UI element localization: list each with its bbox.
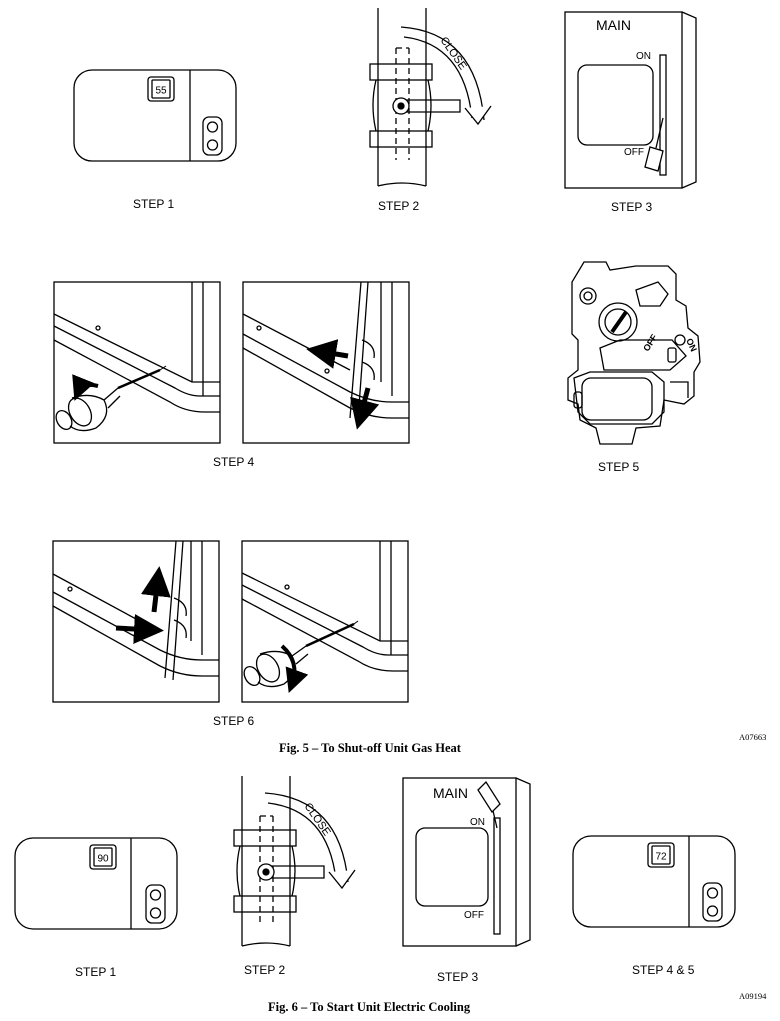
fig5-caption: Fig. 5 – To Shut-off Unit Gas Heat	[279, 741, 461, 755]
fig6-step3-main-label: MAIN	[433, 785, 468, 801]
fig5-step1-display: 55	[155, 86, 167, 97]
fig5-step3-main-label: MAIN	[596, 17, 631, 33]
fig5-step4-panel-a	[53, 281, 221, 444]
fig6-step3-label: STEP 3	[437, 970, 479, 984]
fig6-code: A09194	[739, 991, 767, 1001]
fig5-step3-on-label: ON	[636, 51, 651, 62]
fig5-step3-switch	[564, 11, 697, 189]
fig5-step2-close-label: CLOSE	[438, 35, 469, 72]
fig5-step5-off-label: OFF	[641, 332, 659, 353]
fig6-step3-switch	[402, 777, 531, 947]
fig5-step2-valve	[369, 8, 492, 187]
fig6-step1-display: 90	[97, 854, 109, 865]
fig5-step6-slide-arrow	[115, 614, 164, 644]
fig5-step6-label: STEP 6	[213, 714, 255, 728]
fig5-step5-on-label: ON	[684, 337, 699, 353]
fig6-step2-valve	[233, 776, 356, 947]
fig5-step1-thermostat	[73, 69, 237, 162]
fig5-step5-gas-control	[567, 261, 701, 445]
fig6-caption: Fig. 6 – To Start Unit Electric Cooling	[268, 1000, 471, 1014]
fig5-step3-off-label: OFF	[624, 147, 644, 158]
fig6-step1-label: STEP 1	[75, 965, 117, 979]
fig6-step3-on-label: ON	[470, 817, 485, 828]
fig5-step6-panel-b	[241, 540, 409, 703]
fig5-step4-down-arrow	[350, 387, 380, 430]
fig5-step6-panel-a	[52, 540, 220, 703]
fig6-step2-label: STEP 2	[244, 963, 286, 977]
fig5-step4-rotate-arrow	[72, 374, 99, 401]
fig6-step45-label: STEP 4 & 5	[632, 963, 695, 977]
fig5-code: A07663	[739, 732, 767, 742]
fig6-step45-thermostat	[572, 835, 736, 928]
fig5-step6-up-arrow	[140, 566, 171, 613]
fig6-step45-display: 72	[655, 852, 667, 863]
fig5-step5-label: STEP 5	[598, 460, 640, 474]
fig5-step4-panel-b	[242, 281, 410, 444]
fig5-step6-rotate-arrow	[280, 644, 309, 694]
fig5-step4-label: STEP 4	[213, 455, 255, 469]
fig5-step3-label: STEP 3	[611, 200, 653, 214]
fig6-step1-thermostat	[14, 837, 178, 930]
fig5-step4-slide-arrow	[306, 339, 349, 369]
fig6-step2-close-label: CLOSE	[302, 801, 333, 838]
fig6-step3-off-label: OFF	[464, 910, 484, 921]
fig5-step1-label: STEP 1	[133, 197, 175, 211]
fig5-step2-label: STEP 2	[378, 199, 420, 213]
